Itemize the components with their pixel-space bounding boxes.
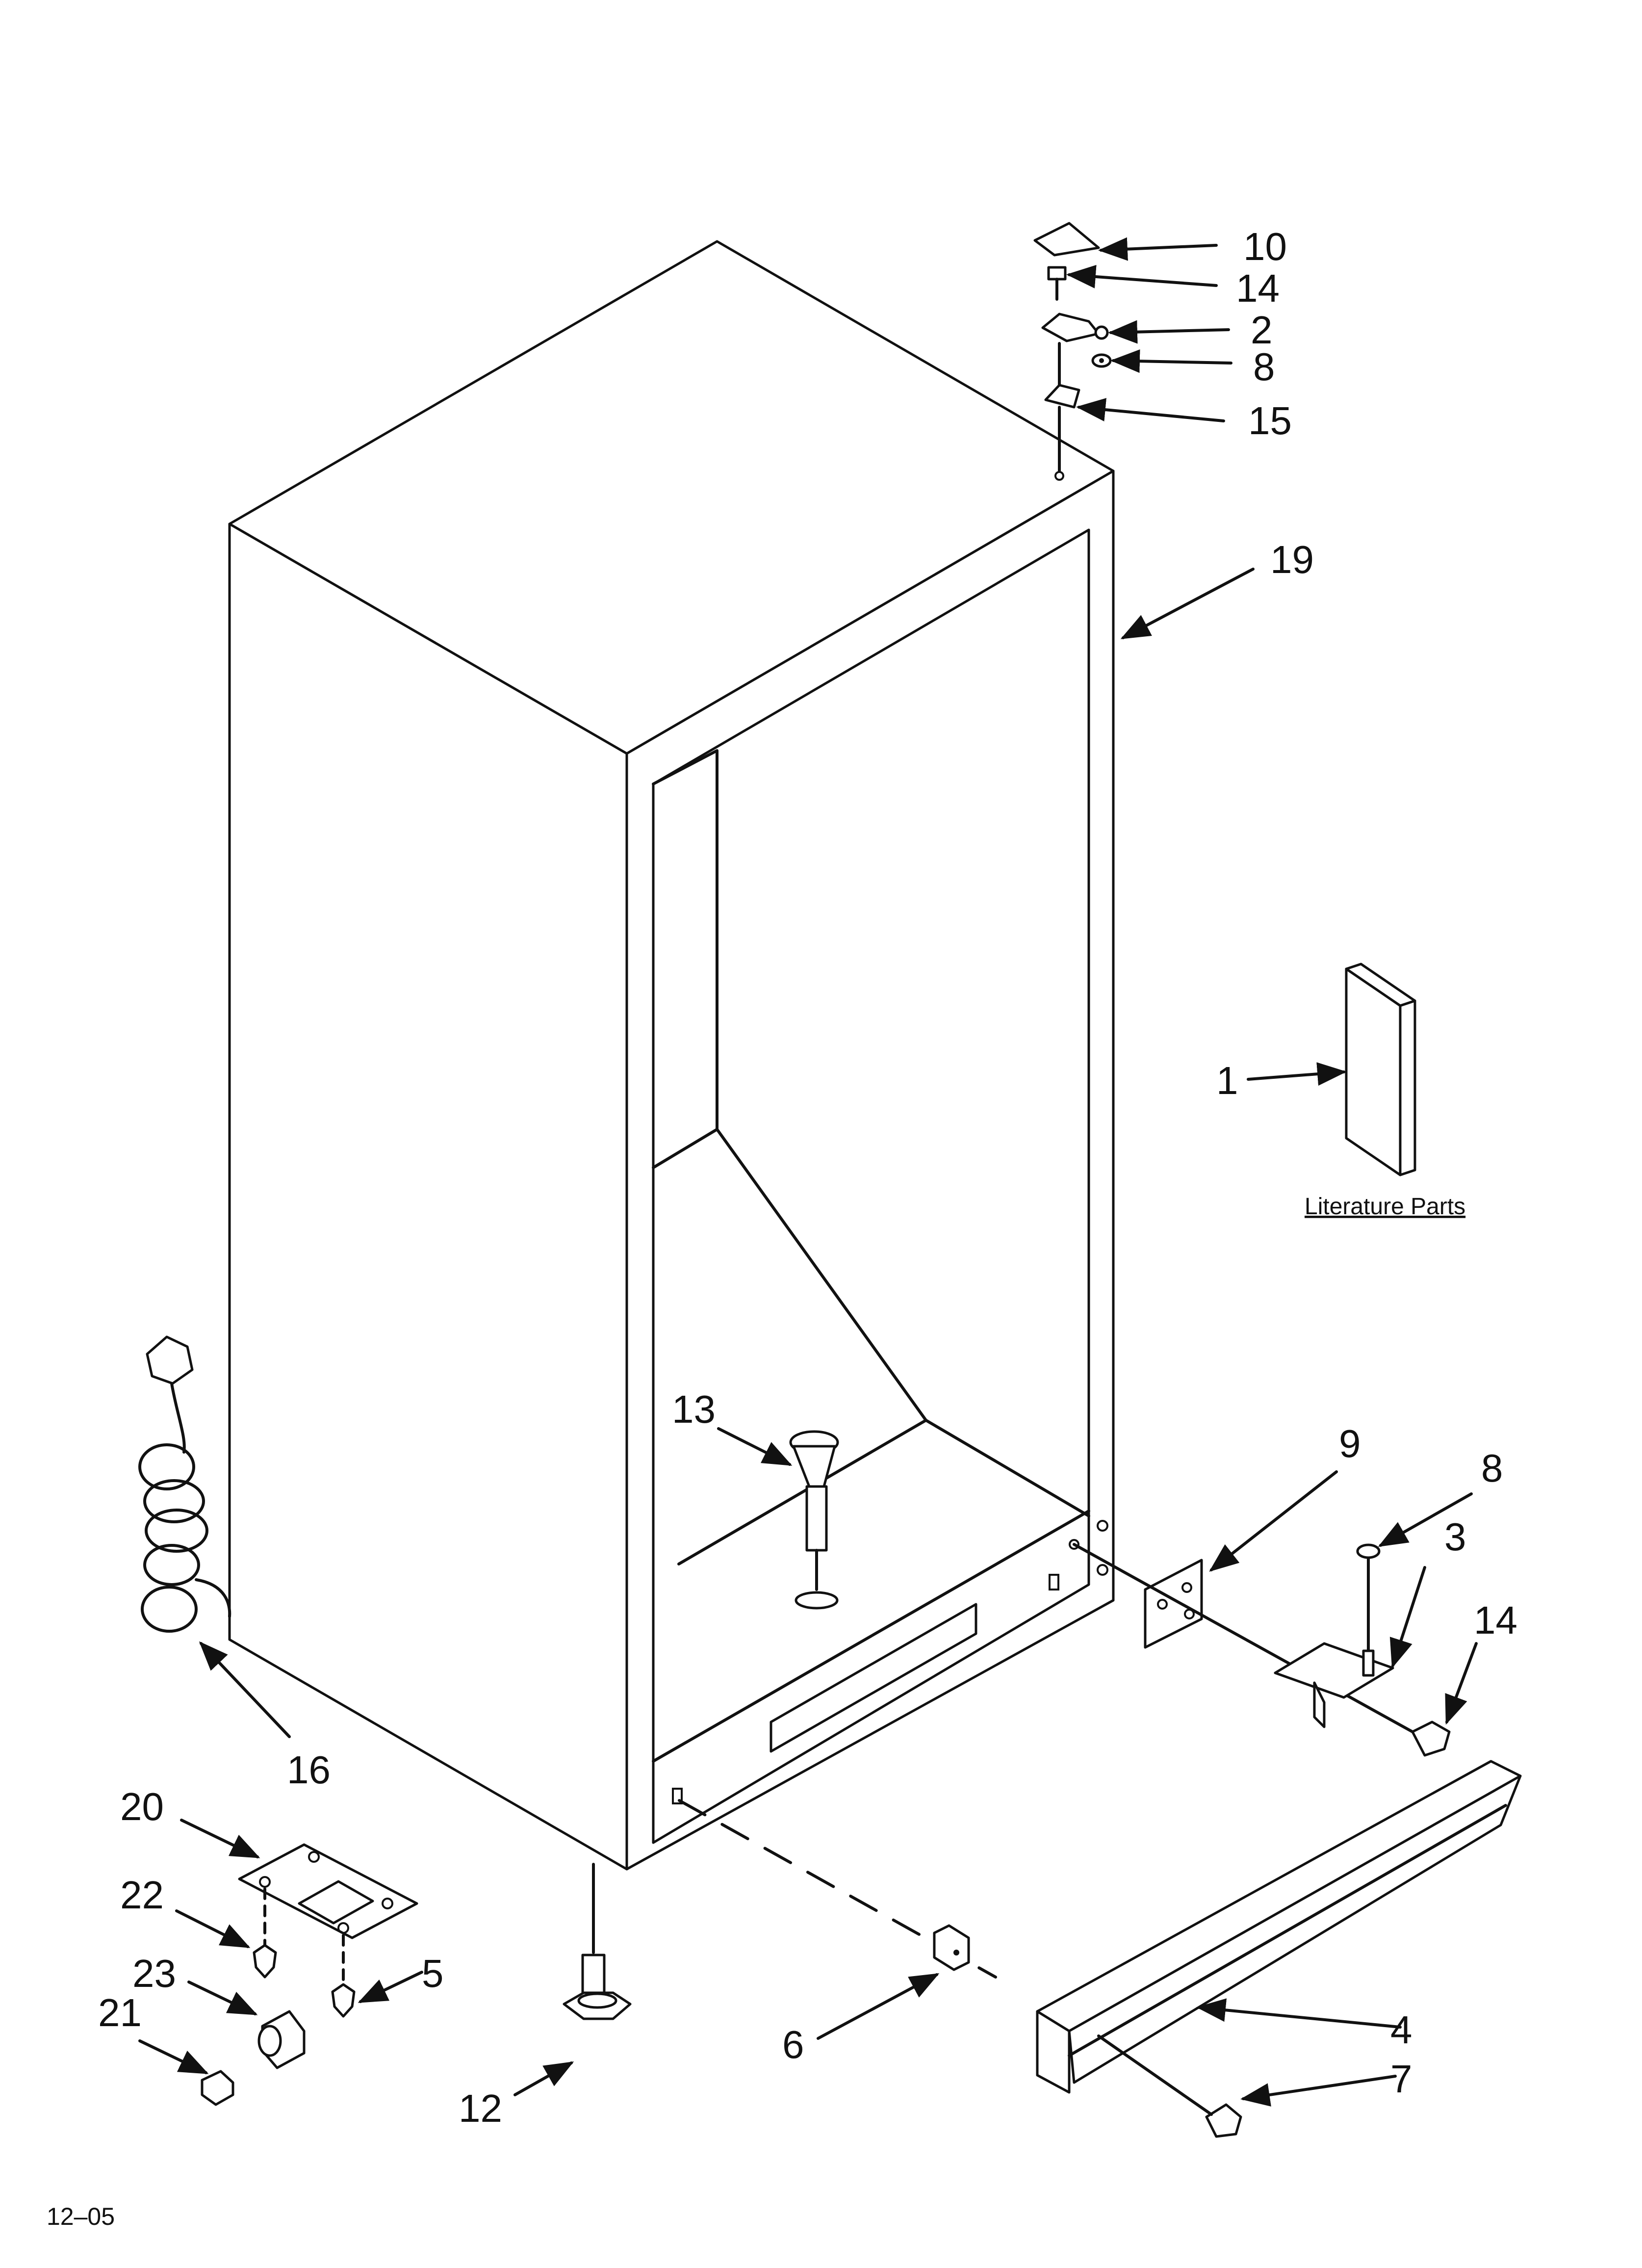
footer-code: 12–05 — [47, 2203, 115, 2230]
hinge-screw-5 — [331, 1934, 356, 2018]
callout-6: 6 — [782, 2023, 804, 2066]
callout-9: 9 — [1339, 1422, 1361, 1465]
callout-23: 23 — [132, 1952, 176, 1995]
callout-4: 4 — [1390, 2008, 1412, 2052]
leader-lines — [138, 237, 1478, 2107]
washer-right — [1356, 1543, 1381, 1655]
callout-2: 2 — [1251, 308, 1273, 352]
washer-top — [1091, 353, 1112, 368]
callout-12: 12 — [459, 2086, 502, 2130]
callout-16: 16 — [287, 1748, 331, 1792]
drain-tube — [789, 1430, 839, 1610]
bracket-guide-line — [1073, 1543, 1414, 1733]
bracket-3 — [1274, 1642, 1394, 1728]
callout-1: 1 — [1216, 1059, 1238, 1102]
callout-14-right: 14 — [1474, 1598, 1517, 1642]
literature-parts-label: Literature Parts — [1305, 1194, 1465, 1220]
cabinet — [228, 240, 1115, 1871]
callout-7: 7 — [1390, 2057, 1412, 2101]
callout-21: 21 — [98, 1991, 142, 2034]
callout-15: 15 — [1248, 399, 1292, 443]
pin-21 — [201, 2070, 234, 2106]
callout-labels: 10 14 2 8 15 19 1 13 9 8 3 14 16 20 22 2… — [98, 225, 1517, 2130]
callout-10: 10 — [1243, 225, 1287, 268]
grille-screw — [1205, 2103, 1242, 2138]
callout-22: 22 — [120, 1873, 164, 1917]
hinge-shim — [1044, 342, 1080, 481]
bracket-plate — [1144, 1559, 1203, 1649]
base-grille — [1036, 1760, 1522, 2094]
power-cord — [138, 1335, 231, 1633]
hinge-screw-top — [1047, 266, 1067, 301]
callout-8: 8 — [1253, 345, 1275, 389]
bottom-hinge — [238, 1843, 418, 1939]
callout-19: 19 — [1270, 538, 1314, 581]
literature-book — [1345, 963, 1416, 1176]
leveling-leg — [563, 1863, 632, 2020]
bracket-screw — [1411, 1721, 1451, 1757]
grille-clip — [933, 1924, 970, 1971]
hinge-cover — [1033, 222, 1100, 257]
callout-20: 20 — [120, 1785, 164, 1828]
spacer-23 — [257, 2010, 306, 2069]
grille-screw-line — [1097, 2034, 1213, 2116]
callout-14: 14 — [1236, 266, 1280, 310]
top-hinge — [1041, 313, 1109, 342]
callout-8-right: 8 — [1481, 1446, 1503, 1490]
callout-5: 5 — [422, 1952, 444, 1995]
callout-3: 3 — [1444, 1515, 1466, 1559]
callout-13: 13 — [672, 1387, 716, 1431]
hinge-screw-22 — [253, 1887, 277, 1979]
